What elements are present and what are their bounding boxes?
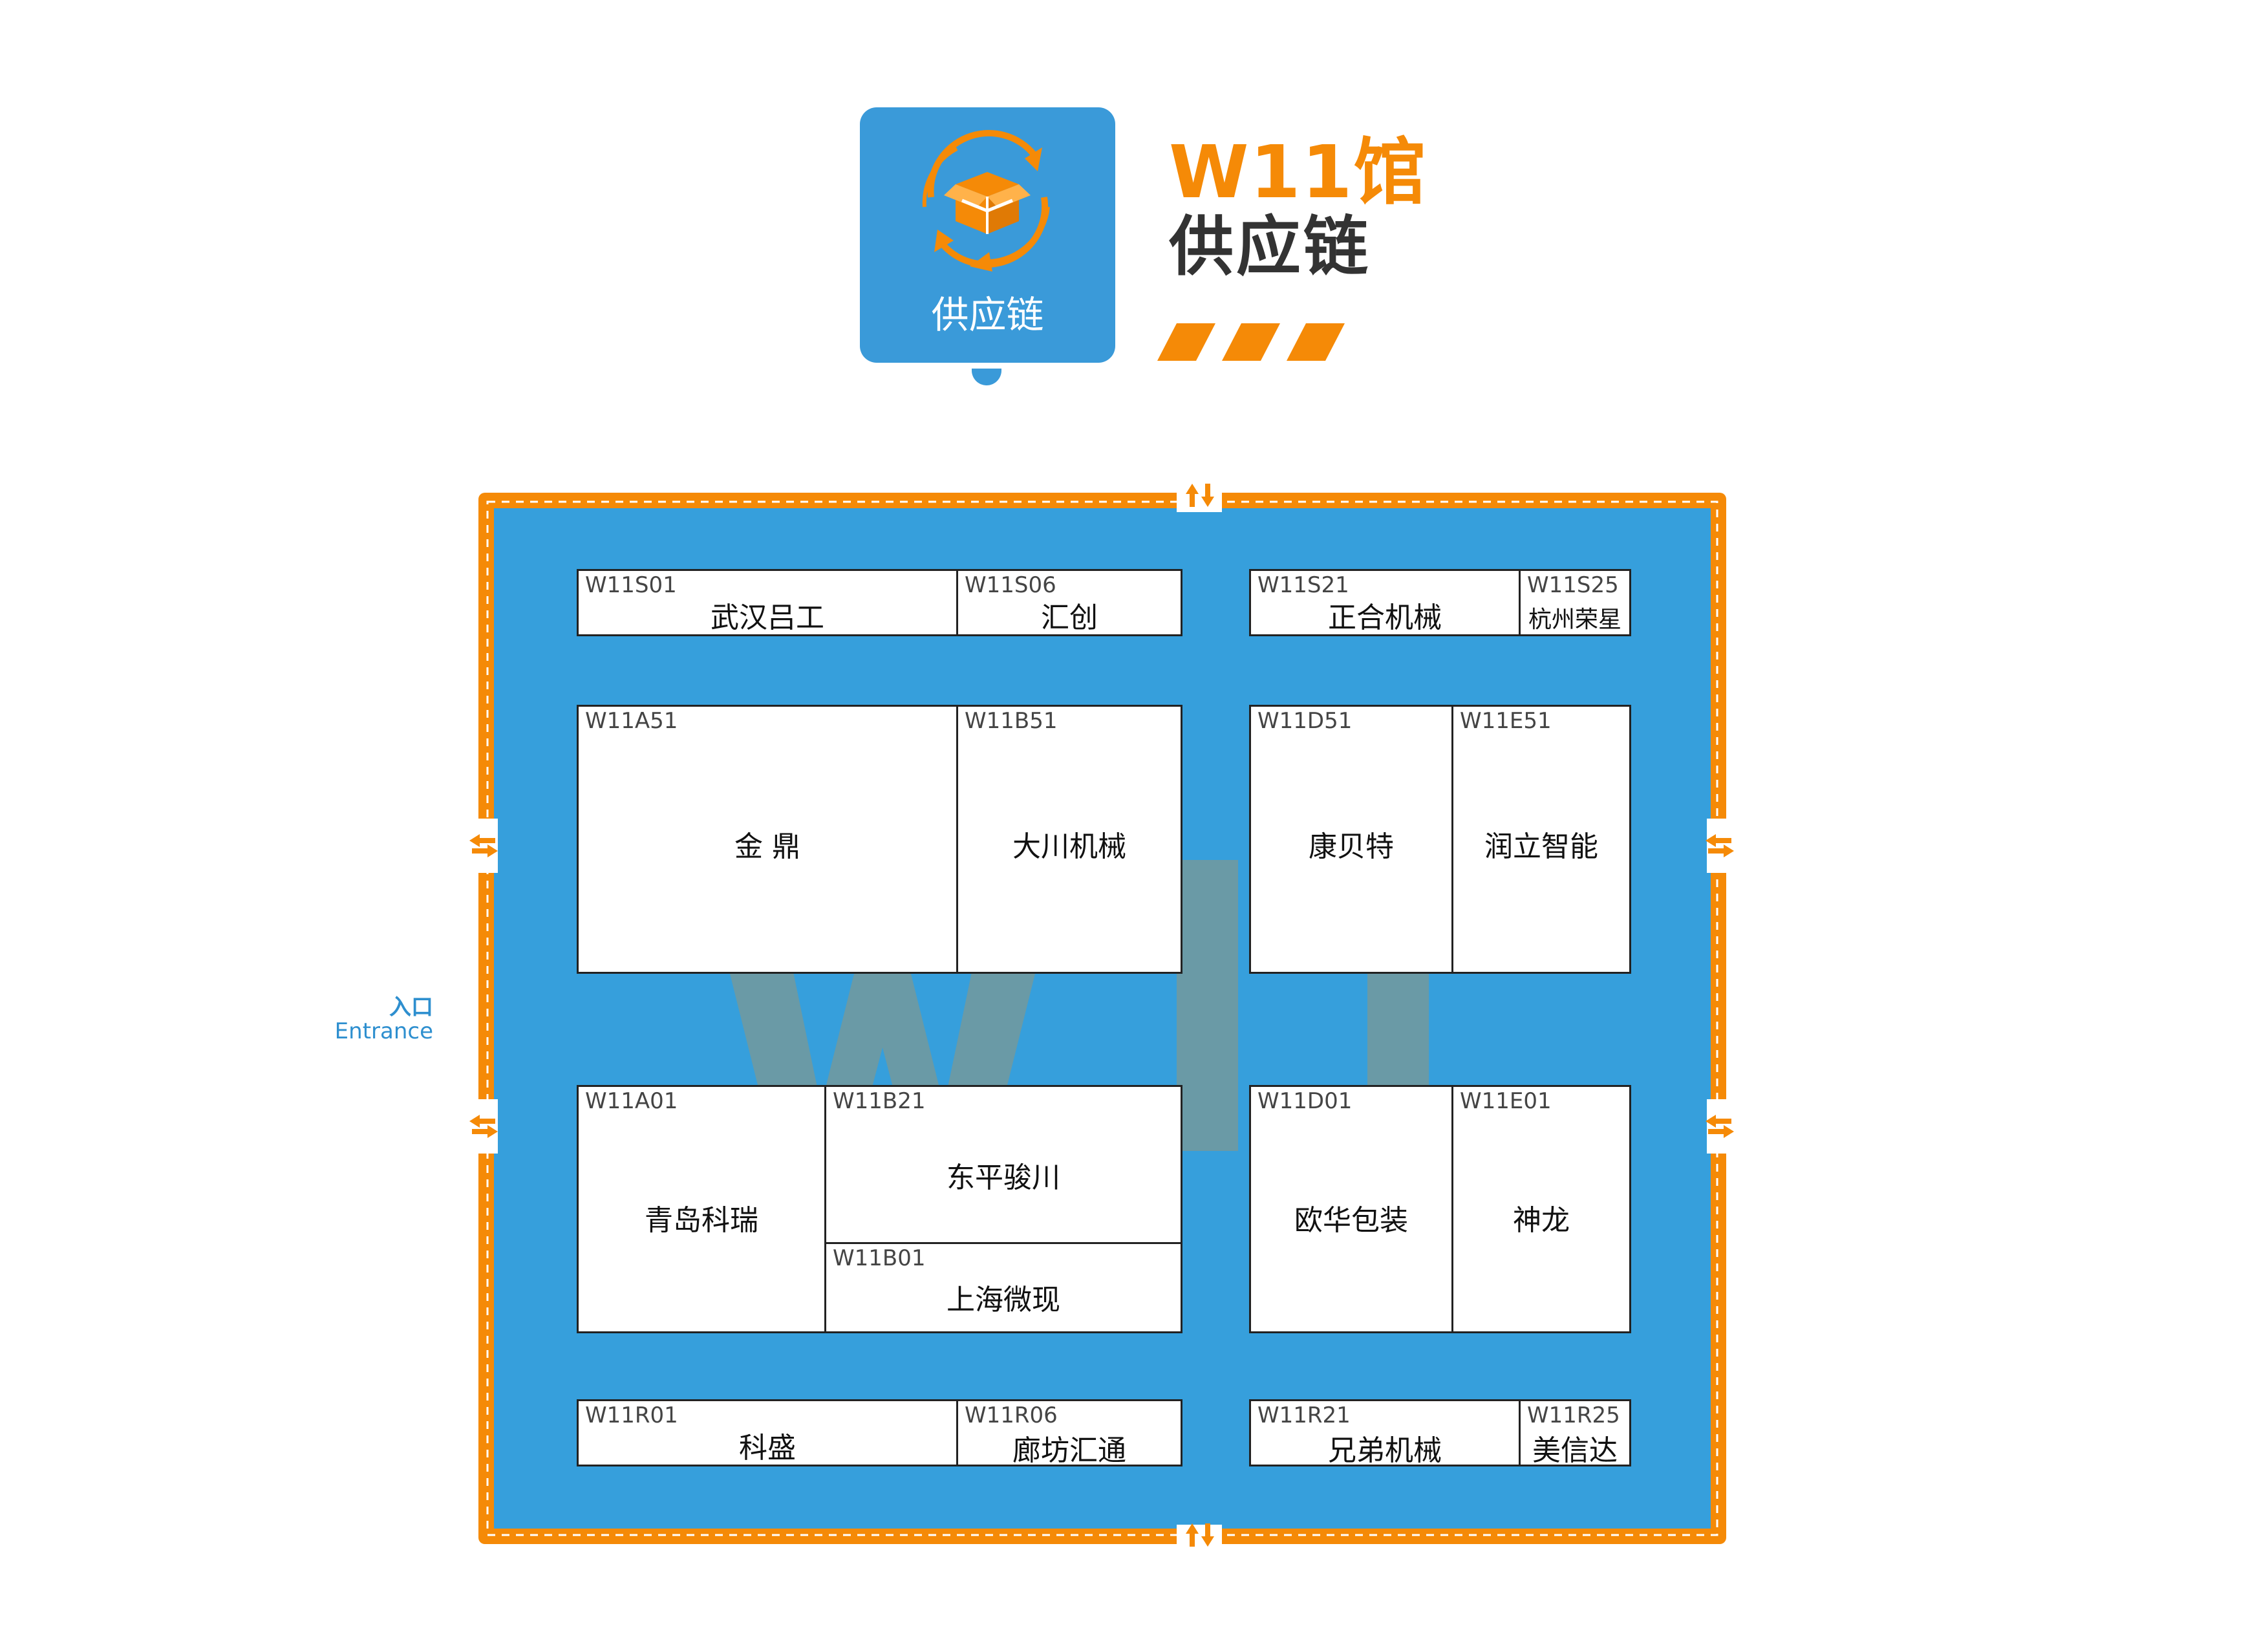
entrance-label-en: Entrance <box>334 1018 433 1044</box>
door-bottom-icon <box>1186 1523 1214 1547</box>
booth-W11A51[interactable]: W11A51 金 鼎 <box>577 705 958 974</box>
door-left-2-icon <box>469 1115 498 1138</box>
booth-W11E01[interactable]: W11E01 神龙 <box>1451 1085 1631 1333</box>
booth-code: W11R21 <box>1257 1402 1351 1428</box>
booth-exhibitor: 廊坊汇通 <box>1012 1434 1126 1467</box>
decorative-stripes <box>1157 323 1345 361</box>
booth-W11D01[interactable]: W11D01 欧华包装 <box>1249 1085 1453 1333</box>
booth-W11R21[interactable]: W11R21 兄弟机械 <box>1249 1399 1521 1467</box>
booth-exhibitor: 神龙 <box>1513 1204 1570 1237</box>
booth-code: W11S25 <box>1527 572 1619 598</box>
door-top-icon <box>1186 484 1214 507</box>
booth-exhibitor: 汇创 <box>1041 601 1098 634</box>
door-left-1-icon <box>469 834 498 857</box>
booth-exhibitor: 科盛 <box>739 1432 796 1465</box>
booth-code: W11D51 <box>1257 708 1353 734</box>
booth-exhibitor: 金 鼎 <box>734 830 800 863</box>
booth-code: W11E51 <box>1460 708 1552 734</box>
door-gap-right-1 <box>1707 819 1730 873</box>
booth-W11R01[interactable]: W11R01 科盛 <box>577 1399 958 1466</box>
icon-label: 供应链 <box>931 293 1044 337</box>
booth-code: W11R25 <box>1527 1402 1620 1428</box>
booth-code: W11R01 <box>585 1402 678 1428</box>
hall-dashed-border <box>486 500 1718 1536</box>
booth-W11R25[interactable]: W11R25 美信达 <box>1519 1399 1631 1467</box>
booth-W11B01[interactable]: W11B01 上海微现 <box>824 1242 1182 1333</box>
booth-exhibitor: 青岛科瑞 <box>645 1204 758 1237</box>
booth-exhibitor: 润立智能 <box>1484 830 1598 863</box>
booth-code: W11E01 <box>1460 1088 1552 1114</box>
icon-pointer-dot <box>972 369 1001 385</box>
hall-floor <box>494 508 1711 1529</box>
hall-title: W11馆 <box>1169 131 1428 215</box>
box-cycle-icon <box>922 130 1050 272</box>
booth-W11D51[interactable]: W11D51 康贝特 <box>1249 705 1453 974</box>
booth-W11B21[interactable]: W11B21 东平骏川 <box>824 1085 1182 1244</box>
entrance-label-cn: 入口 <box>389 994 433 1020</box>
booth-W11E51[interactable]: W11E51 润立智能 <box>1451 705 1631 974</box>
booth-code: W11B51 <box>965 708 1058 734</box>
booth-W11S06[interactable]: W11S06 汇创 <box>956 569 1182 636</box>
booth-code: W11R06 <box>965 1402 1058 1428</box>
booth-W11S01[interactable]: W11S01 武汉吕工 <box>577 569 958 636</box>
booth-W11R06[interactable]: W11R06 廊坊汇通 <box>956 1399 1182 1467</box>
booth-W11S21[interactable]: W11S21 正合机械 <box>1249 569 1521 636</box>
booth-W11B51[interactable]: W11B51 大川机械 <box>956 705 1182 974</box>
door-right-1-icon <box>1706 834 1734 857</box>
booth-code: W11A01 <box>585 1088 678 1114</box>
booth-exhibitor: 杭州荣星 <box>1528 607 1621 633</box>
booth-exhibitor: 大川机械 <box>1012 830 1126 863</box>
booth-exhibitor: 正合机械 <box>1328 601 1442 634</box>
door-gap-right-2 <box>1707 1099 1730 1154</box>
booth-code: W11S21 <box>1257 572 1349 598</box>
booth-exhibitor: 东平骏川 <box>947 1161 1060 1194</box>
booth-exhibitor: 美信达 <box>1532 1434 1618 1467</box>
door-gap-bottom <box>1177 1525 1222 1548</box>
booth-exhibitor: 兄弟机械 <box>1328 1434 1442 1467</box>
door-right-2-icon <box>1706 1115 1734 1138</box>
hall-category: 供应链 <box>1169 209 1371 285</box>
booth-code: W11D01 <box>1257 1088 1353 1114</box>
booth-W11A01[interactable]: W11A01 青岛科瑞 <box>577 1085 826 1333</box>
booth-exhibitor: 欧华包装 <box>1294 1204 1408 1237</box>
door-gap-top <box>1177 489 1222 512</box>
booth-W11S25[interactable]: W11S25 杭州荣星 <box>1519 569 1631 636</box>
booth-code: W11S01 <box>585 572 677 598</box>
booth-code: W11A51 <box>585 708 678 734</box>
booth-code: W11S06 <box>965 572 1056 598</box>
booth-exhibitor: 康贝特 <box>1309 830 1394 863</box>
booth-code: W11B21 <box>833 1088 926 1114</box>
booth-exhibitor: 武汉吕工 <box>711 601 824 634</box>
booth-exhibitor: 上海微现 <box>947 1283 1060 1316</box>
booth-code: W11B01 <box>833 1245 926 1271</box>
category-icon-tile <box>860 107 1115 363</box>
